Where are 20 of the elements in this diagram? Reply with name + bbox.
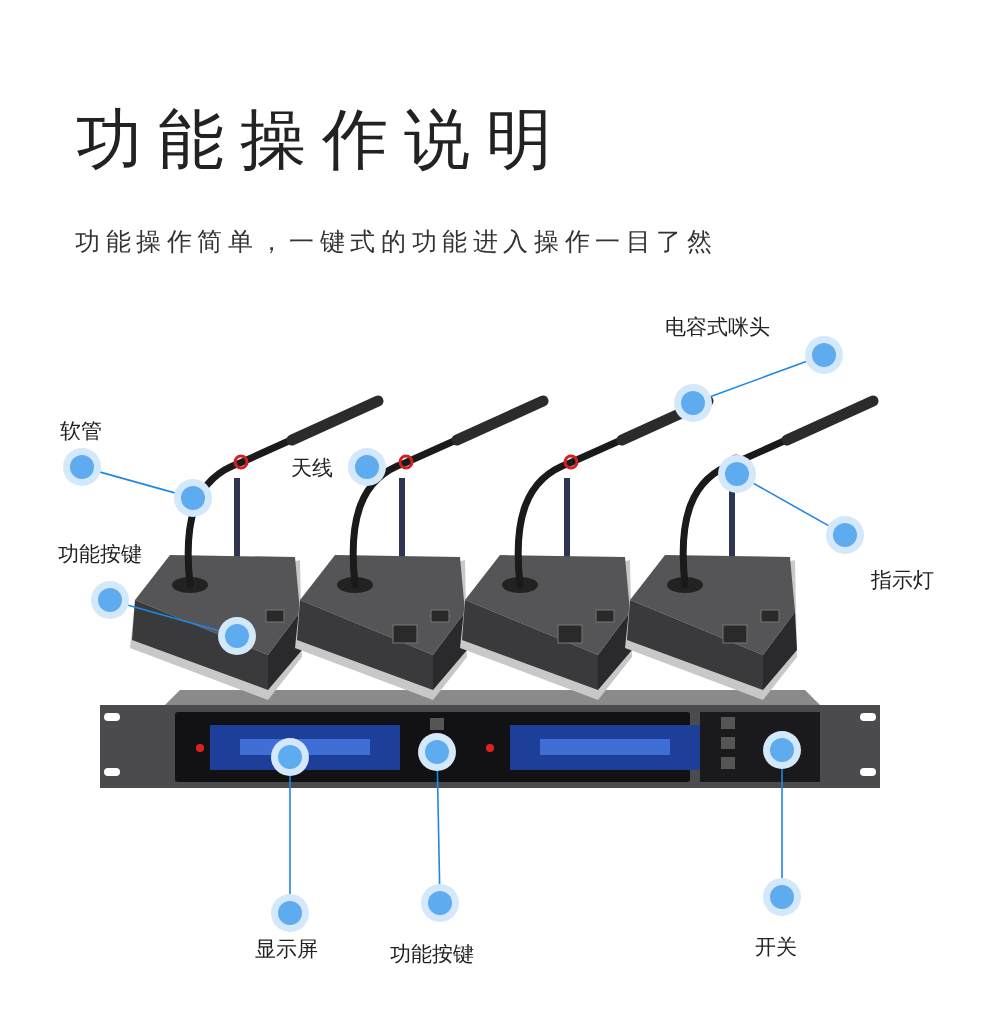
leader-line bbox=[436, 770, 441, 885]
title: 功能操作说明 bbox=[76, 100, 568, 180]
callout-label: 天线 bbox=[291, 456, 333, 482]
leader-line bbox=[781, 768, 783, 879]
leader-line bbox=[289, 775, 291, 895]
leader-line bbox=[710, 360, 807, 398]
leader-line bbox=[752, 482, 830, 527]
subtitle: 功能操作简单，一键式的功能进入操作一目了然 bbox=[75, 226, 718, 258]
callout-dot-icon bbox=[718, 455, 756, 493]
callout-label: 功能按键 bbox=[58, 542, 142, 568]
callout-label: 电容式咪头 bbox=[665, 315, 770, 341]
leader-line bbox=[127, 604, 220, 632]
callout-label: 显示屏 bbox=[255, 937, 318, 963]
callout-label: 功能按键 bbox=[390, 942, 474, 968]
leader-line bbox=[99, 471, 176, 494]
callout-label: 软管 bbox=[60, 419, 102, 445]
callout-dot-icon bbox=[174, 479, 212, 517]
callout-label: 指示灯 bbox=[871, 568, 934, 594]
callout-label: 开关 bbox=[755, 935, 797, 961]
callout-dot-icon bbox=[674, 384, 712, 422]
